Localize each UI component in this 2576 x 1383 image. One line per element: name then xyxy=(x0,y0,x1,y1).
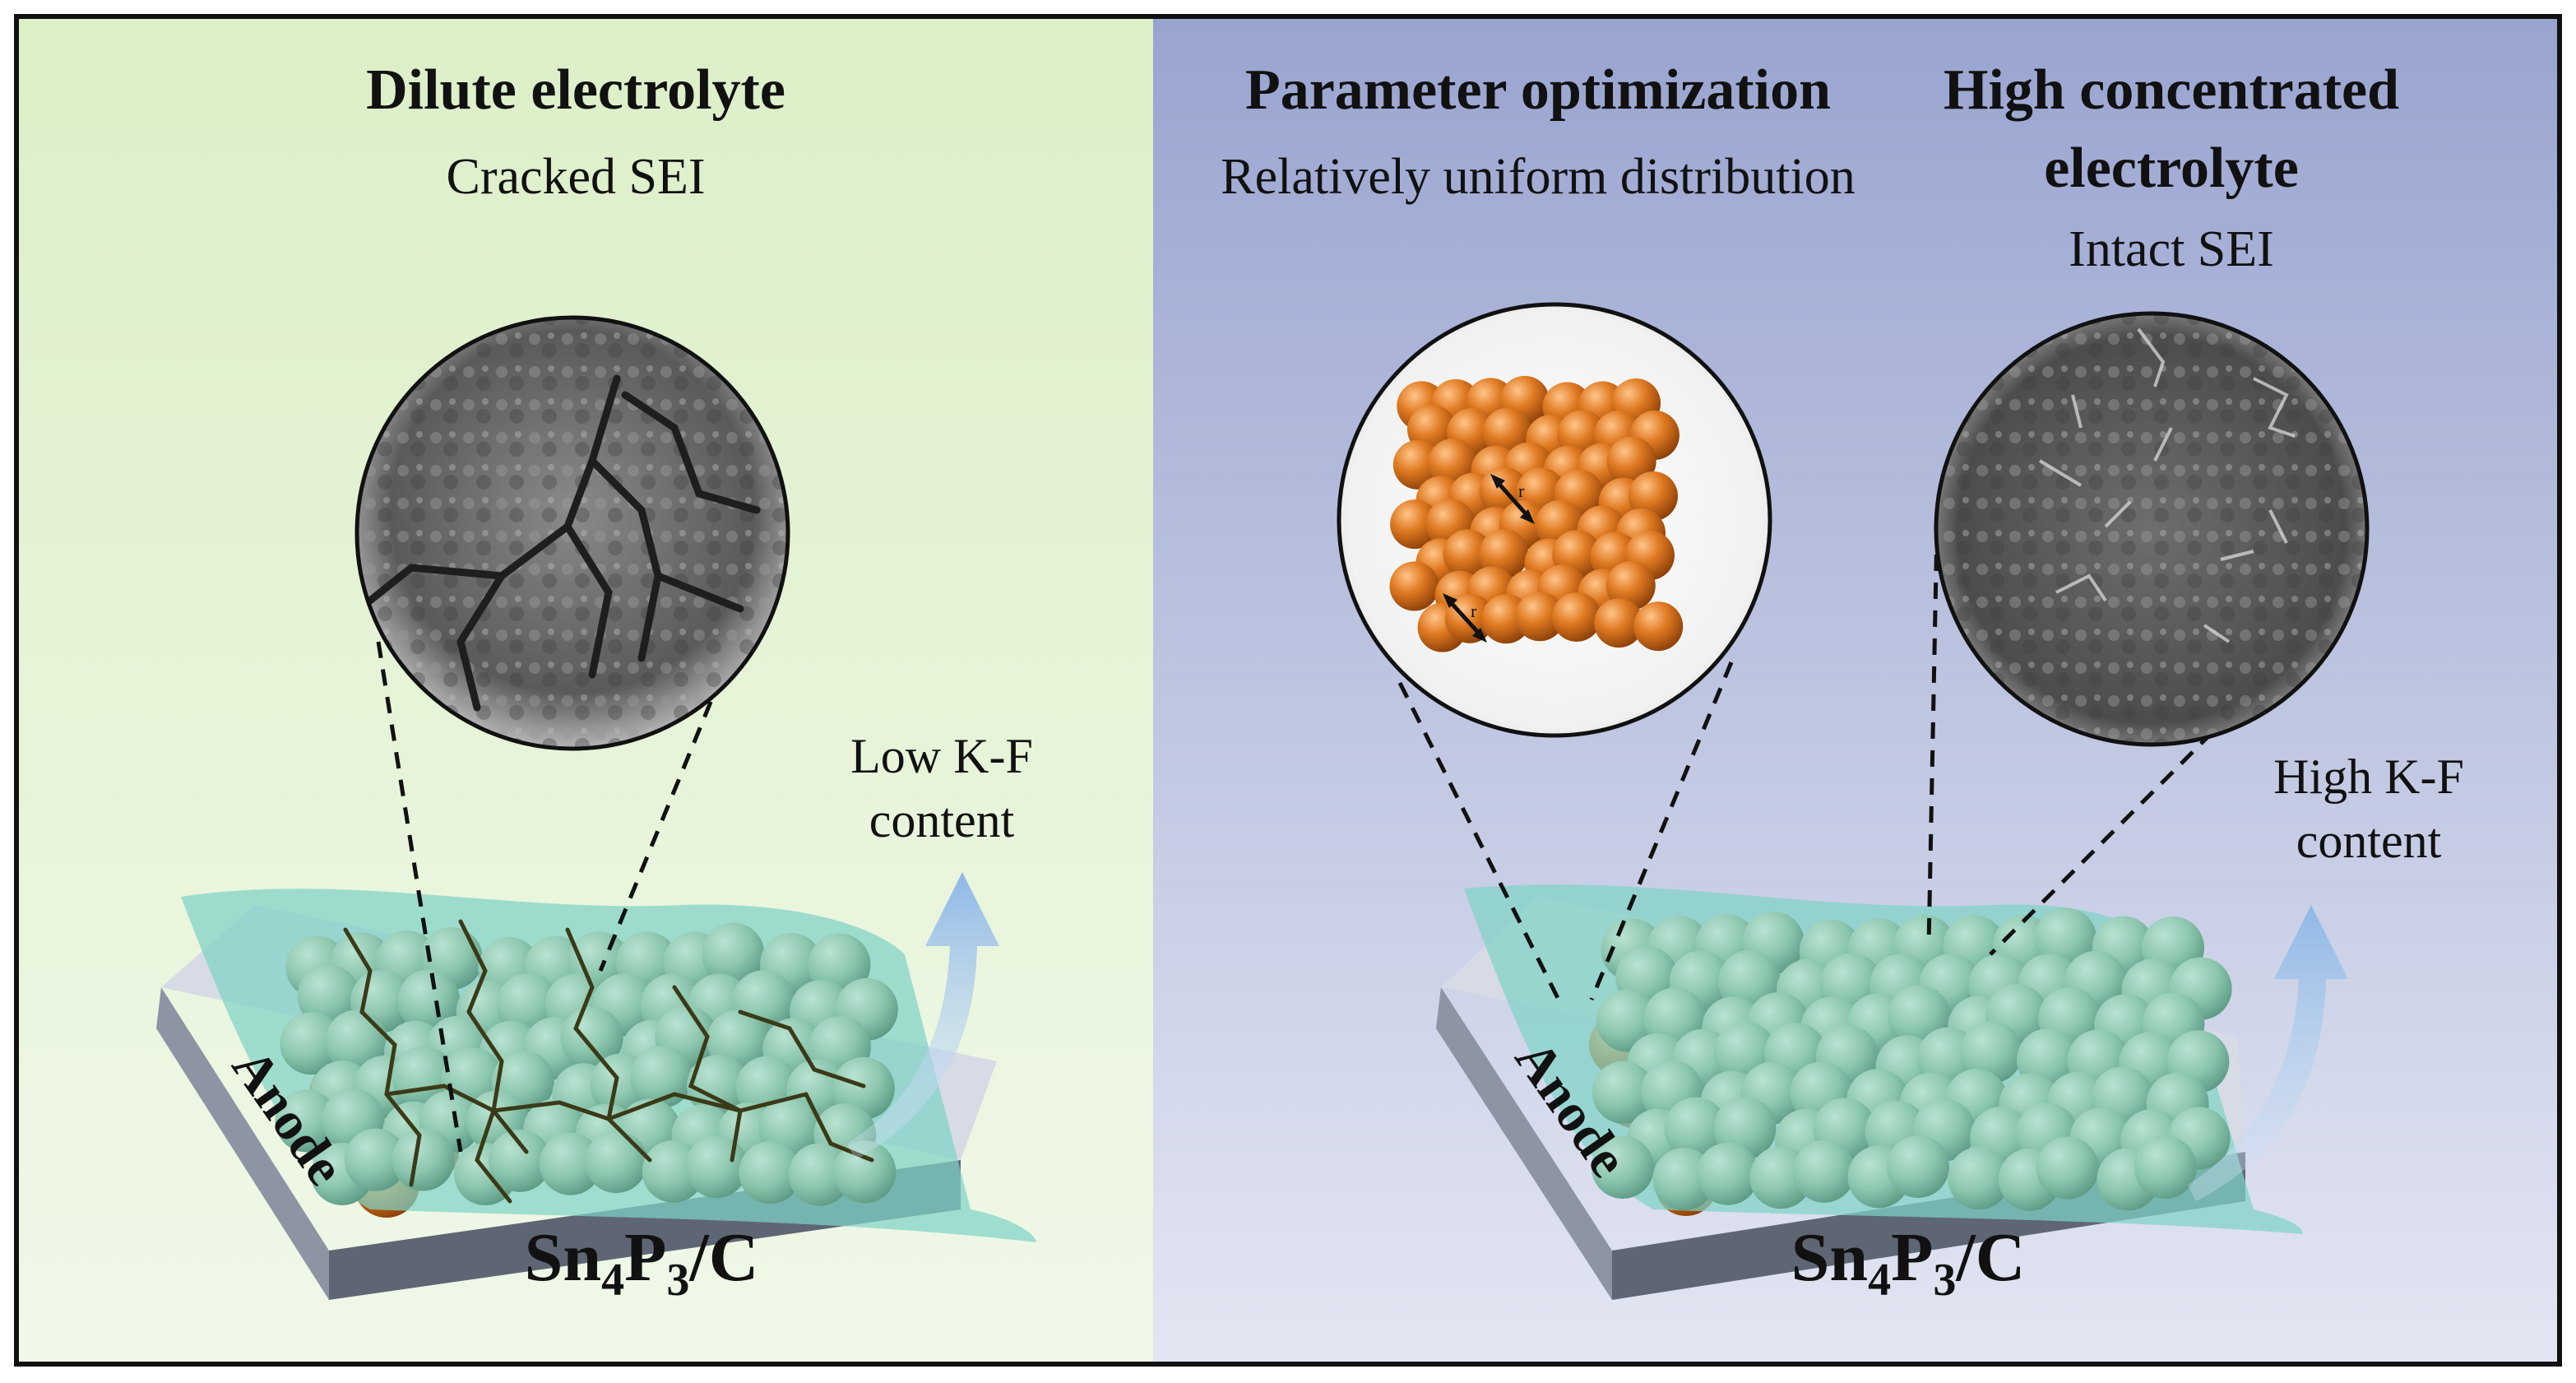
model-tin-particle-53 xyxy=(1551,592,1601,642)
model-tin-particle-50 xyxy=(1444,593,1494,643)
middle-zoom-line-2 xyxy=(1589,661,1734,1000)
right-material-label: Sn4P3/C xyxy=(1727,1218,2089,1306)
left-sei-particle-65 xyxy=(539,1132,602,1195)
right-sei-particle-79 xyxy=(1948,1147,2011,1210)
right-sei-particle-76 xyxy=(1792,1139,1856,1203)
left-sei-particle-43 xyxy=(630,1046,693,1109)
right-panel-title-line2: electrolyte xyxy=(2044,137,2299,200)
left-panel-subtitle: Cracked SEI xyxy=(446,149,706,205)
right-sei-particle-83 xyxy=(2134,1135,2197,1199)
left-sei-particle-9 xyxy=(702,922,765,986)
left-zoom-line-1 xyxy=(376,641,463,1153)
left-sei-particle-25 xyxy=(325,1009,388,1073)
right-sei-particle-48 xyxy=(1591,1060,1655,1124)
radius-marker-1: r xyxy=(1490,474,1535,524)
right-sei-particle-74 xyxy=(1696,1142,1759,1205)
model-tin-particle-48 xyxy=(1605,560,1656,610)
left-sei-particle-70 xyxy=(788,1143,851,1206)
right-panel-title-line1: High concentrated xyxy=(1943,58,2400,122)
radius-label-2: r xyxy=(1471,601,1477,621)
left-sei-particles xyxy=(275,922,898,1206)
right-sei-particle-72 xyxy=(1591,1135,1654,1199)
left-sei-particle-64 xyxy=(488,1129,551,1192)
model-tin-particle-42 xyxy=(1389,561,1439,611)
left-sei-particle-48 xyxy=(275,1089,338,1153)
right-sei-particle-43 xyxy=(1960,1021,2023,1084)
radius-label-1: r xyxy=(1518,480,1525,501)
model-tin-particle-55 xyxy=(1633,601,1684,652)
left-material-sub2: 3 xyxy=(666,1254,690,1306)
left-sei-particle-24 xyxy=(280,1012,343,1075)
model-tin-particle-27 xyxy=(1628,471,1678,521)
middle-particle-model: r r xyxy=(1337,302,1772,738)
model-tin-particle-37 xyxy=(1479,529,1529,579)
left-sei-particle-12 xyxy=(297,964,360,1028)
right-material-base: Sn xyxy=(1791,1219,1869,1296)
left-kf-arrow xyxy=(847,872,999,1160)
middle-panel-subtitle: Relatively uniform distribution xyxy=(1221,149,1856,205)
right-material-sub1: 4 xyxy=(1868,1254,1892,1306)
model-tin-particle-28 xyxy=(1390,499,1440,550)
left-sei-particle-14 xyxy=(397,969,461,1033)
model-tin-particles xyxy=(1389,375,1684,652)
model-tin-particle-14 xyxy=(1392,439,1443,490)
right-material-tail: /C xyxy=(1956,1219,2026,1296)
left-kf-label-line2: content xyxy=(869,793,1015,847)
left-material-sub1: 4 xyxy=(601,1254,625,1306)
right-sei-particle-81 xyxy=(2036,1136,2099,1200)
figure-border xyxy=(14,14,2562,1367)
right-material-sub2: 3 xyxy=(1933,1254,1957,1306)
model-tin-particle-36 xyxy=(1443,529,1493,579)
right-kf-label-line2: content xyxy=(2296,814,2442,868)
left-material-tail: /C xyxy=(689,1219,759,1296)
left-sei-particle-62 xyxy=(391,1128,455,1191)
left-sem-cracked-sei xyxy=(354,315,790,751)
radius-marker-2: r xyxy=(1443,593,1487,643)
left-sei-particle-69 xyxy=(739,1141,802,1204)
right-sei-particle-61 xyxy=(1664,1097,1727,1160)
middle-panel-title: Parameter optimization xyxy=(1244,58,1832,122)
middle-zoom-line-1 xyxy=(1397,681,1561,1001)
left-sei-particle-66 xyxy=(585,1130,648,1194)
right-zoom-line-1 xyxy=(1926,526,1939,947)
left-panel-title: Dilute electrolyte xyxy=(366,58,785,122)
left-kf-label-line1: Low K-F xyxy=(850,729,1033,783)
right-sei-particle-78 xyxy=(1887,1135,1950,1199)
left-material-label: Sn4P3/C xyxy=(461,1218,822,1306)
left-material-base: Sn xyxy=(524,1219,602,1296)
model-tin-particle-52 xyxy=(1515,592,1565,642)
right-sei-particles xyxy=(1591,907,2232,1211)
right-kf-arrow xyxy=(2188,905,2348,1201)
left-zoom-line-2 xyxy=(598,649,734,972)
right-material-mid: P xyxy=(1891,1219,1934,1296)
right-panel-subtitle: Intact SEI xyxy=(2069,221,2274,277)
left-sei-particle-61 xyxy=(344,1128,407,1191)
left-sei-particle-68 xyxy=(685,1135,748,1199)
right-sei-particle-24 xyxy=(1596,989,1659,1052)
right-kf-label-line1: High K-F xyxy=(2273,750,2464,804)
model-tin-particle-54 xyxy=(1594,598,1644,648)
right-sem-intact-sei xyxy=(1934,311,2370,747)
left-sei-particle-71 xyxy=(833,1140,897,1204)
left-material-mid: P xyxy=(624,1219,667,1296)
right-zoom-line-2 xyxy=(1989,731,2214,956)
